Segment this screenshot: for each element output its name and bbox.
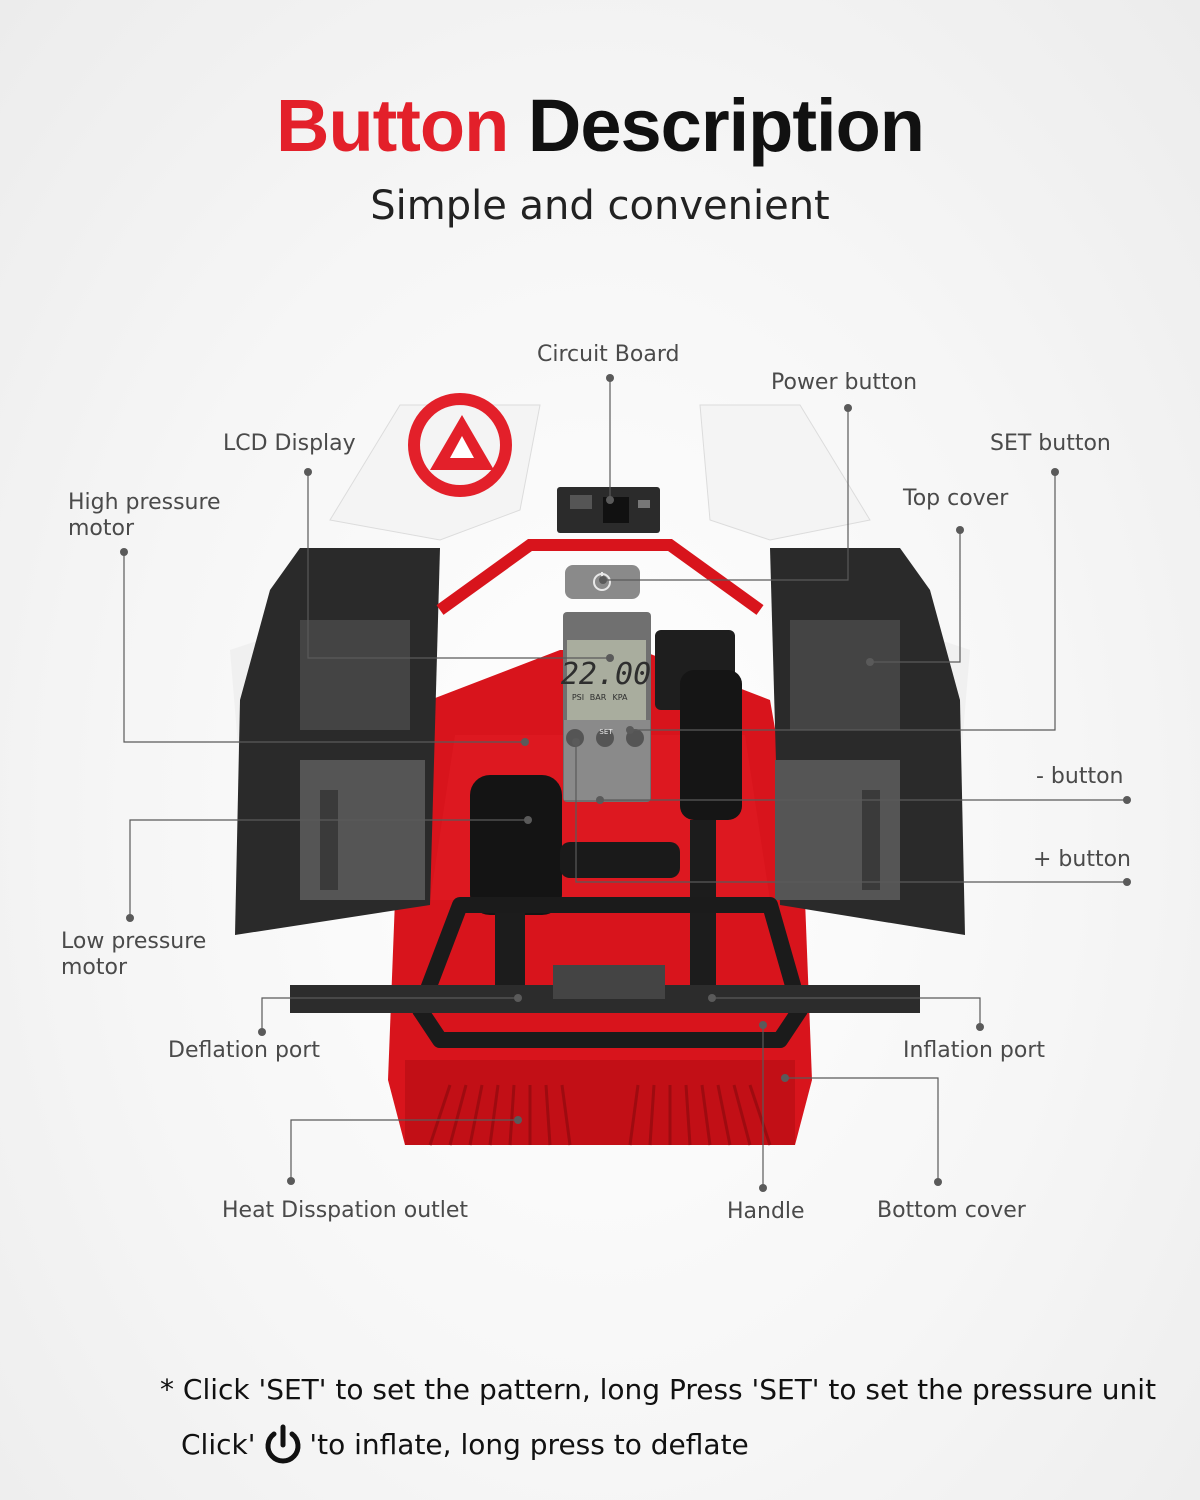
- usage-note-suffix: 'to inflate, long press to deflate: [309, 1428, 749, 1461]
- label-heat-dissipation-outlet: Heat Disspation outlet: [222, 1198, 469, 1223]
- label-deflation-port: Deflation port: [168, 1038, 321, 1063]
- heat-dissipation-fins: [428, 1084, 772, 1146]
- leader-lines: [123, 378, 1127, 1188]
- title-accent: Button: [276, 84, 509, 167]
- label-bottom-cover: Bottom cover: [877, 1198, 1026, 1223]
- usage-note-set: * Click 'SET' to set the pattern, long P…: [160, 1373, 1157, 1406]
- usage-note-power: Click' 'to inflate, long press to deflat…: [181, 1423, 749, 1467]
- label-handle: Handle: [727, 1199, 805, 1224]
- page-subtitle: Simple and convenient: [370, 183, 830, 229]
- black-side-shells: [235, 548, 965, 935]
- leader-dots: [120, 374, 1131, 1192]
- page-title: Button Description: [0, 78, 1200, 174]
- handle-frame: [290, 897, 920, 1048]
- label-circuit-board: Circuit Board: [537, 342, 680, 367]
- title-main: Description: [527, 84, 925, 167]
- label-minus-button: - button: [1036, 764, 1124, 789]
- control-board: [563, 612, 651, 802]
- lcd-unit-kpa: KPA: [612, 693, 628, 702]
- label-power-button: Power button: [771, 370, 918, 395]
- top-frame-arch: [436, 539, 764, 615]
- label-set-button: SET button: [990, 431, 1111, 456]
- set-key-label: SET: [599, 728, 613, 736]
- label-plus-button: + button: [1033, 847, 1131, 872]
- label-lcd-display: LCD Display: [223, 431, 356, 456]
- lcd-unit-bar: BAR: [590, 693, 607, 702]
- power-icon: [265, 1424, 301, 1464]
- lcd-reading: 22.00: [561, 657, 651, 692]
- label-top-cover: Top cover: [903, 486, 1009, 511]
- lcd-unit-psi: PSI: [572, 693, 584, 702]
- circuit-board: [557, 487, 660, 533]
- usage-note-prefix: Click': [181, 1428, 256, 1461]
- label-inflation-port: Inflation port: [903, 1038, 1046, 1063]
- label-low-pressure-motor: Low pressure motor: [61, 929, 207, 980]
- label-high-pressure-motor: High pressure motor: [68, 490, 221, 541]
- brand-logo-icon: [408, 393, 512, 497]
